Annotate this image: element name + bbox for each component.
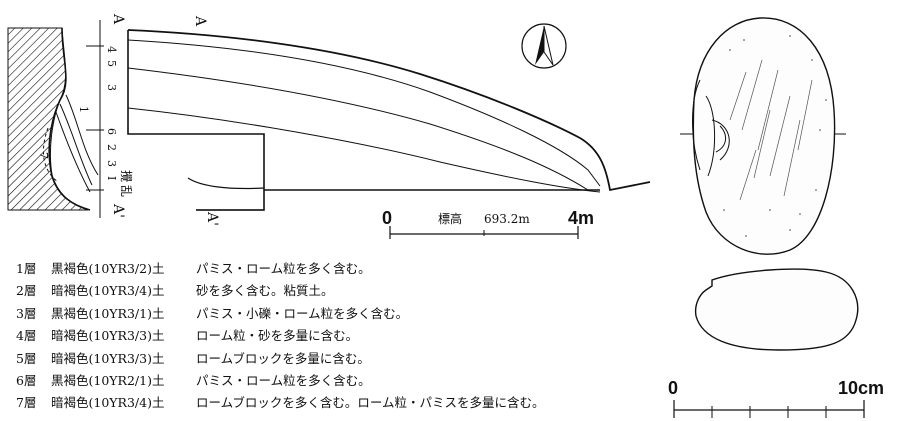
section-marker-a-bottom-2: A' bbox=[204, 211, 220, 226]
column-number: 6 bbox=[105, 128, 118, 135]
section-outline bbox=[127, 30, 265, 211]
layer-line bbox=[55, 111, 91, 193]
pit-number: 7 bbox=[37, 152, 50, 159]
legend-desc: パミス・小礫・ローム粒を多く含む。 bbox=[196, 305, 409, 321]
legend-row: 2層暗褐色(10YR3/4)土 砂を多く含む。粘質土。 bbox=[16, 280, 545, 302]
disturbance-label: 攪乱 bbox=[119, 170, 133, 200]
section-layer bbox=[127, 107, 601, 193]
legend-row: 7層暗褐色(10YR3/4)土 ロームブロックを多く含む。ローム粒・パミスを多量に… bbox=[16, 392, 545, 414]
scale-zero: 0 bbox=[382, 208, 392, 228]
section-layer bbox=[127, 39, 601, 187]
legend-layer: 3層 bbox=[16, 305, 37, 321]
scale-elevation-label: 標高 bbox=[438, 211, 462, 226]
scale-elevation-value: 693.2m bbox=[484, 212, 530, 226]
artifact-scale-end: 10cm bbox=[838, 378, 884, 398]
section-marker-a-top: A bbox=[110, 13, 126, 25]
column-number: 4 bbox=[105, 46, 118, 53]
legend-color: 黒褐色(10YR3/1)土 bbox=[51, 305, 165, 321]
pit-outline bbox=[48, 27, 91, 211]
artifact-scale-bar: 0 10cm bbox=[668, 378, 884, 418]
column-number: 5 bbox=[105, 60, 118, 67]
long-section: A A' bbox=[127, 15, 651, 226]
legend-layer: 6層 bbox=[16, 373, 37, 389]
legend-color: 暗褐色(10YR3/4)土 bbox=[51, 283, 165, 299]
stone-artifact-section bbox=[694, 268, 859, 351]
section-small-pit bbox=[187, 177, 265, 190]
column-number: 3 bbox=[105, 84, 118, 91]
north-arrow bbox=[521, 23, 567, 69]
legend-row: 3層黒褐色(10YR3/1)土 パミス・小礫・ローム粒を多く含む。 bbox=[16, 303, 545, 325]
stone-artifact-plan bbox=[680, 17, 846, 255]
pit-profile: A A' 4 5 3 1 6 2 3 I 7 攪乱 bbox=[7, 13, 133, 218]
section-marker-a-bottom: A' bbox=[110, 203, 126, 218]
legend-desc: ロームブロックを多く含む。ローム粒・パミスを多量に含む。 bbox=[196, 395, 545, 411]
legend-row: 5層暗褐色(10YR3/3)土 ロームブロックを多量に含む。 bbox=[16, 348, 545, 370]
layer-line bbox=[65, 94, 99, 176]
legend-layer: 4層 bbox=[16, 328, 37, 344]
legend-desc: ロームブロックを多量に含む。 bbox=[196, 350, 370, 366]
legend-color: 暗褐色(10YR3/3)土 bbox=[51, 328, 165, 344]
layer-legend: 1層黒褐色(10YR3/2)土パミス・ローム粒を多く含む。 2層暗褐色(10YR… bbox=[16, 258, 545, 415]
legend-layer: 1層 bbox=[16, 261, 37, 276]
legend-color: 暗褐色(10YR3/3)土 bbox=[51, 350, 165, 366]
section-scale-bar: 0 標高 693.2m 4m bbox=[382, 208, 594, 239]
section-layer bbox=[127, 67, 589, 191]
column-number: 1 bbox=[77, 106, 90, 113]
legend-color: 黒褐色(10YR3/2)土 bbox=[51, 261, 165, 276]
pit-dashed bbox=[42, 127, 59, 183]
section-marker-a-top-2: A bbox=[192, 15, 208, 27]
legend-row: 6層黒褐色(10YR2/1)土 パミス・ローム粒を多く含む。 bbox=[16, 370, 545, 392]
legend-row: 4層暗褐色(10YR3/3)土 ローム粒・砂を多量に含む。 bbox=[16, 325, 545, 347]
artifact-scale-zero: 0 bbox=[668, 378, 678, 398]
legend-layer: 2層 bbox=[16, 283, 37, 299]
legend-desc: 砂を多く含む。粘質土。 bbox=[196, 283, 334, 299]
column-number: 3 bbox=[105, 160, 118, 167]
legend-color: 黒褐色(10YR2/1)土 bbox=[51, 373, 165, 389]
legend-layer: 5層 bbox=[16, 350, 37, 366]
legend-desc: パミス・ローム粒を多く含む。 bbox=[196, 373, 371, 389]
legend-color: 暗褐色(10YR3/4)土 bbox=[51, 395, 165, 411]
layer-line bbox=[59, 103, 93, 186]
section-ground bbox=[127, 29, 651, 192]
column-number: 2 bbox=[105, 144, 118, 151]
legend-desc: パミス・ローム粒を多く含む。 bbox=[196, 261, 371, 276]
legend-layer: 7層 bbox=[16, 395, 37, 411]
legend-desc: ローム粒・砂を多量に含む。 bbox=[196, 328, 359, 344]
hatched-wall bbox=[7, 27, 89, 211]
column-number: I bbox=[105, 176, 118, 180]
legend-row: 1層黒褐色(10YR3/2)土 パミス・ローム粒を多く含む。 bbox=[16, 258, 545, 280]
scale-end: 4m bbox=[568, 208, 594, 228]
